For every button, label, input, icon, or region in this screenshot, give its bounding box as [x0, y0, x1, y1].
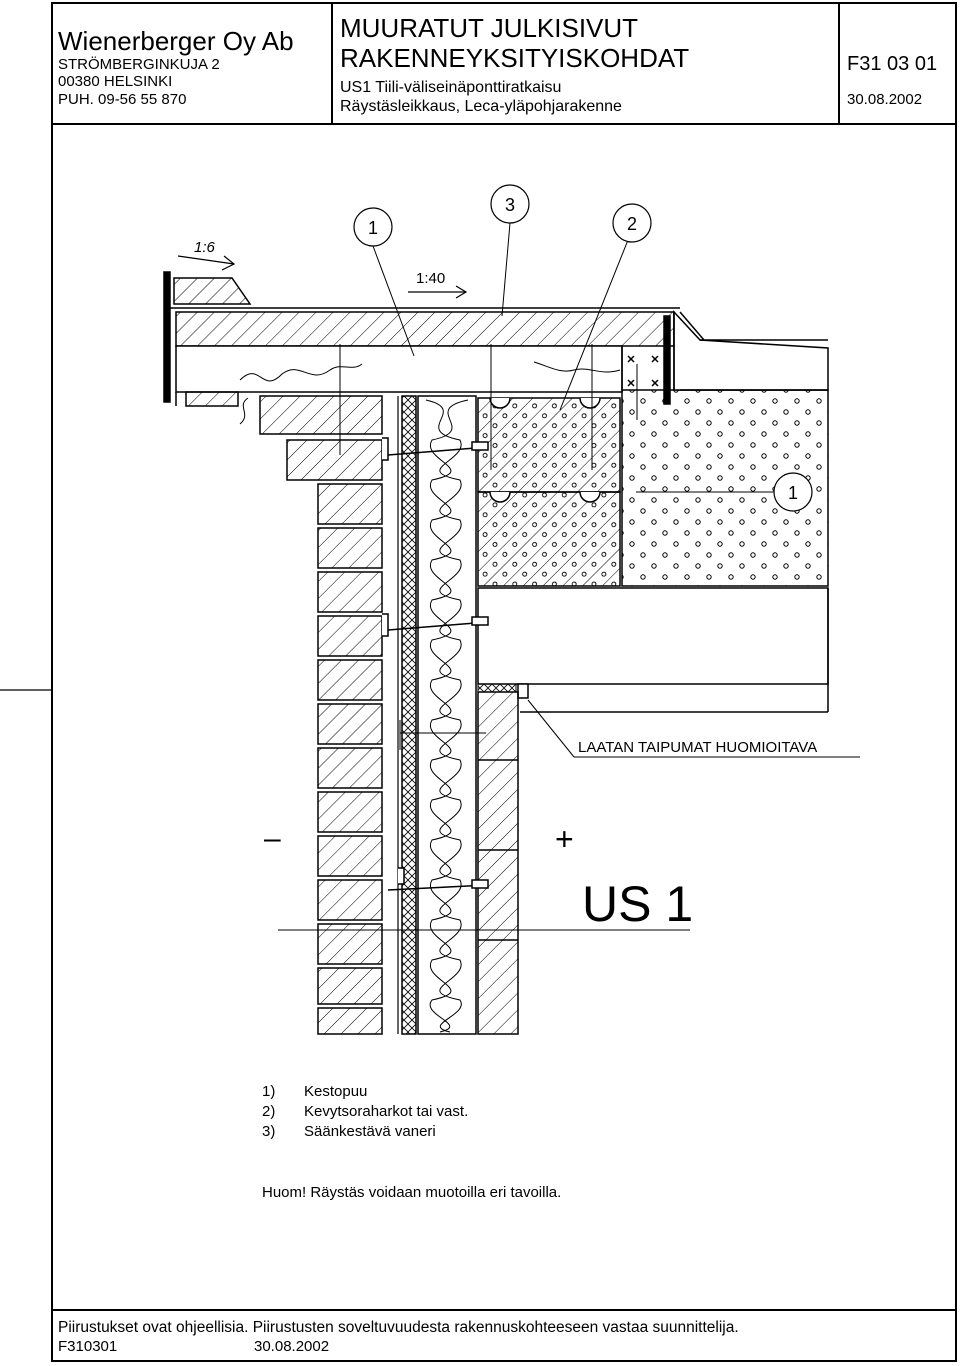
slope-arrows: [177, 255, 468, 299]
wall-ties: [382, 437, 489, 891]
brick-veneer: [259, 395, 383, 1035]
footer-disclaimer: Piirustukset ovat ohjeellisia. Piirustus…: [58, 1319, 739, 1336]
footer-date: 30.08.2002: [254, 1338, 330, 1355]
exterior-sign: –: [264, 822, 281, 855]
callouts: [353, 184, 813, 512]
company-address-street: STRÖMBERGINKUJA 2: [58, 56, 220, 73]
sheet-code: F31 03 01: [847, 53, 938, 75]
title-divider-2: [838, 2, 840, 125]
fixing-marks: [627, 355, 659, 387]
callout-2-label: 2: [627, 214, 637, 234]
legend-item-1-num: 1): [262, 1083, 276, 1100]
footer-code: F310301: [58, 1338, 118, 1355]
company-phone: PUH. 09-56 55 870: [58, 91, 187, 108]
title-block: [51, 2, 957, 125]
legend-item-2-num: 2): [262, 1103, 276, 1120]
eaves-structure: [163, 271, 829, 407]
thermal-insulation: [417, 395, 477, 1035]
callout-3-label: 3: [505, 195, 515, 215]
sheet-subtitle-line1: US1 Tiili-väliseinäponttiratkaisu: [340, 79, 562, 96]
sheet-date: 30.08.2002: [847, 91, 923, 108]
leader-lines: [278, 222, 860, 931]
detail-identifier: US 1: [582, 876, 693, 932]
eaves-slope-label: 1:6: [194, 239, 216, 256]
company-address-city: 00380 HELSINKI: [58, 73, 173, 90]
company-name: Wienerberger Oy Ab: [58, 26, 294, 56]
sheet-title-line2: RAKENNEYKSITYISKOHDAT: [340, 43, 690, 73]
wind-barrier: [397, 395, 417, 1035]
legend-item-2-text: Kevytsoraharkot tai vast.: [304, 1103, 469, 1120]
drawing-frame: [51, 2, 957, 1362]
callout-1b-circle: [773, 472, 813, 512]
slab-deflection-note: LAATAN TAIPUMAT HUOMIOITAVA: [578, 739, 817, 756]
callout-1-circle: [353, 207, 393, 247]
concrete-slab: [477, 587, 829, 713]
legend-note: Huom! Räystäs voidaan muotoilla eri tavo…: [262, 1184, 562, 1201]
leca-blocks: [477, 397, 621, 587]
sheet-title-line1: MUURATUT JULKISIVUT: [340, 13, 639, 43]
roof-slope-label: 1:40: [416, 270, 445, 287]
legend-item-3-num: 3): [262, 1123, 276, 1140]
legend-item-3-text: Säänkestävä vaneri: [304, 1123, 436, 1140]
sheet-subtitle-line2: Räystäsleikkaus, Leca-yläpohjarakenne: [340, 98, 622, 115]
callout-2-circle: [612, 203, 652, 243]
vapour-barrier: [239, 361, 621, 425]
interior-sign: +: [555, 821, 574, 857]
inner-wall: [477, 691, 519, 1035]
callout-1-label: 1: [368, 218, 378, 238]
title-divider-1: [331, 2, 333, 125]
legend-item-1-text: Kestopuu: [304, 1083, 368, 1100]
callout-3-circle: [490, 184, 530, 224]
footer-rule: [51, 1309, 957, 1311]
callout-1b-label: 1: [788, 483, 798, 503]
